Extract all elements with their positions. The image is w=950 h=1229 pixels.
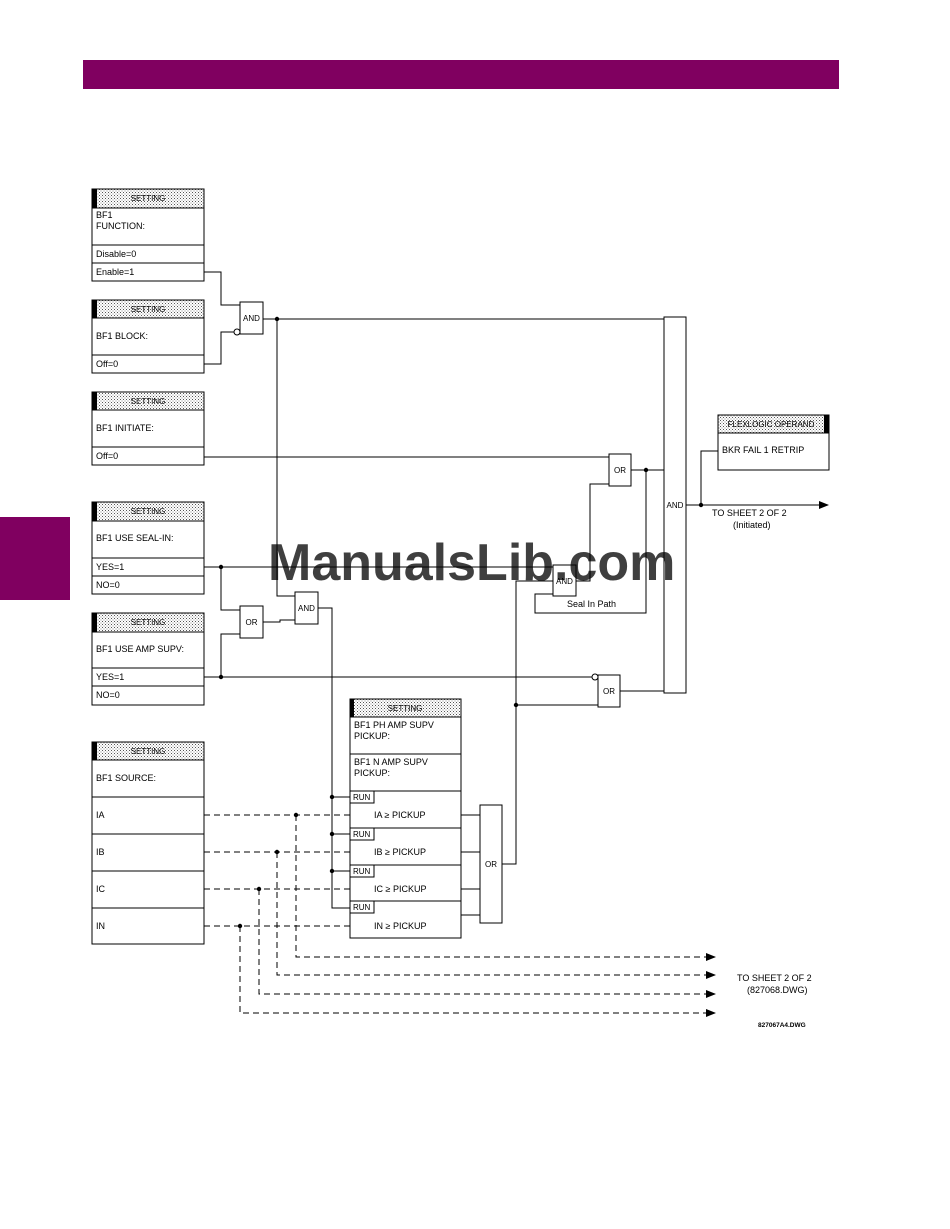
- source-ic: IC: [96, 884, 106, 894]
- pickup-ic: IC ≥ PICKUP: [374, 884, 426, 894]
- or-gate-amp-supv: OR: [597, 674, 621, 708]
- svg-text:OR: OR: [246, 618, 258, 627]
- wires: [204, 271, 829, 916]
- flexlogic-header: FLEXLOGIC OPERAND: [728, 420, 815, 429]
- pickup-in: IN ≥ PICKUP: [374, 921, 426, 931]
- and-gate-enable-supv: AND: [294, 591, 319, 625]
- sheet-ref-dwg-line-2: (827068.DWG): [747, 985, 808, 995]
- setting-title: BF1 BLOCK:: [96, 331, 148, 341]
- current-wires: [204, 814, 716, 1017]
- setting-header: SETTING: [131, 397, 166, 406]
- run-label: RUN: [353, 903, 371, 912]
- setting-bf1-function: SETTING BF1 FUNCTION: Disable=0 Enable=1: [91, 188, 205, 282]
- run-label: RUN: [353, 830, 371, 839]
- option-no: NO=0: [96, 690, 120, 700]
- setting-header: SETTING: [131, 507, 166, 516]
- header-band: [83, 60, 839, 89]
- sheet-ref-initiated-line-2: (Initiated): [733, 520, 771, 530]
- pickup-ia: IA ≥ PICKUP: [374, 810, 425, 820]
- setting-title: BF1 INITIATE:: [96, 423, 154, 433]
- pickup-ib: IB ≥ PICKUP: [374, 847, 426, 857]
- option-no: NO=0: [96, 580, 120, 590]
- or-gate-pickup: OR: [479, 804, 503, 924]
- ph-pickup-line-2: PICKUP:: [354, 731, 390, 741]
- svg-text:OR: OR: [485, 860, 497, 869]
- option-enable: Enable=1: [96, 267, 134, 277]
- option-disable: Disable=0: [96, 249, 136, 259]
- inverter-bubble: [233, 328, 241, 336]
- n-pickup-line-1: BF1 N AMP SUPV: [354, 757, 428, 767]
- source-ia: IA: [96, 810, 105, 820]
- sheet-ref-initiated-line-1: TO SHEET 2 OF 2: [712, 508, 787, 518]
- side-tab: [0, 517, 70, 600]
- run-label: RUN: [353, 793, 371, 802]
- inverter-bubble: [591, 673, 599, 681]
- svg-text:AND: AND: [298, 604, 315, 613]
- setting-header: SETTING: [131, 305, 166, 314]
- and-gate-function-block: AND: [239, 301, 264, 335]
- svg-text:AND: AND: [243, 314, 260, 323]
- or-gate-initiate: OR: [608, 453, 632, 487]
- seal-in-path-label: Seal In Path: [567, 599, 616, 609]
- setting-bf1-initiate: SETTING BF1 INITIATE: Off=0: [91, 391, 205, 466]
- svg-text:AND: AND: [667, 501, 684, 510]
- setting-title: BF1 SOURCE:: [96, 773, 156, 783]
- setting-title-2: FUNCTION:: [96, 221, 145, 231]
- setting-bf1-use-seal-in: SETTING BF1 USE SEAL-IN: YES=1 NO=0: [91, 501, 205, 595]
- setting-title: BF1 USE SEAL-IN:: [96, 533, 174, 543]
- or-gate-seal-amp: OR: [239, 605, 264, 639]
- junction-dots: [218, 316, 704, 929]
- svg-text:OR: OR: [603, 687, 615, 696]
- option-yes: YES=1: [96, 672, 124, 682]
- setting-header: SETTING: [131, 194, 166, 203]
- sheet-ref-dwg-line-1: TO SHEET 2 OF 2: [737, 973, 812, 983]
- option-off: Off=0: [96, 359, 118, 369]
- watermark: ManualsLib.com: [268, 534, 675, 592]
- n-pickup-line-2: PICKUP:: [354, 768, 390, 778]
- and-gate-main: AND: [663, 316, 687, 694]
- setting-pickup: SETTING BF1 PH AMP SUPV PICKUP: BF1 N AM…: [349, 698, 462, 939]
- setting-header: SETTING: [388, 704, 423, 713]
- flexlogic-operand: FLEXLOGIC OPERAND BKR FAIL 1 RETRIP: [717, 414, 830, 471]
- drawing-number: 827067A4.DWG: [758, 1022, 806, 1029]
- setting-bf1-use-amp-supv: SETTING BF1 USE AMP SUPV: YES=1 NO=0: [91, 612, 205, 706]
- setting-header: SETTING: [131, 618, 166, 627]
- setting-title-1: BF1: [96, 210, 113, 220]
- flexlogic-value: BKR FAIL 1 RETRIP: [722, 445, 804, 455]
- setting-bf1-source: SETTING BF1 SOURCE: IA IB IC IN: [91, 741, 205, 945]
- source-ib: IB: [96, 847, 105, 857]
- svg-text:AND: AND: [556, 577, 573, 586]
- setting-header: SETTING: [131, 747, 166, 756]
- run-label: RUN: [353, 867, 371, 876]
- source-in: IN: [96, 921, 105, 931]
- svg-text:OR: OR: [614, 466, 626, 475]
- ph-pickup-line-1: BF1 PH AMP SUPV: [354, 720, 434, 730]
- option-yes: YES=1: [96, 562, 124, 572]
- option-off: Off=0: [96, 451, 118, 461]
- setting-title: BF1 USE AMP SUPV:: [96, 644, 184, 654]
- setting-bf1-block: SETTING BF1 BLOCK: Off=0: [91, 299, 205, 374]
